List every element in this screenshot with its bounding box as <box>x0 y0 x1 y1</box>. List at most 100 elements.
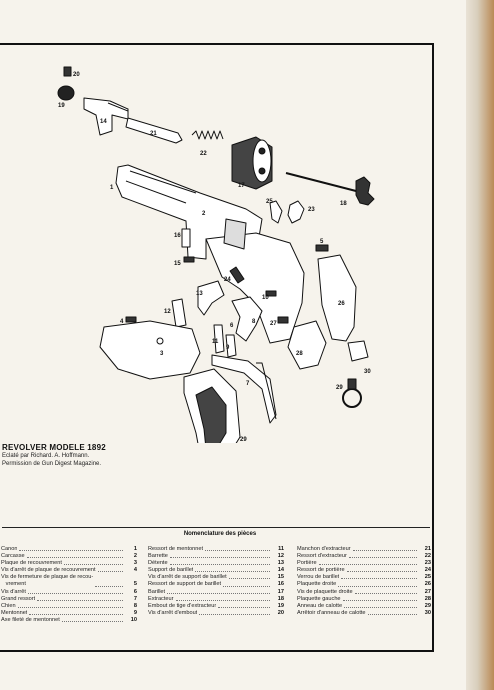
parts-list-row: Plaquette gauche 28 <box>297 596 431 603</box>
figure-caption: REVOLVER MODELE 1892 Eclaté par Richard.… <box>2 443 202 468</box>
leader-dots <box>354 592 417 594</box>
part-number: 24 <box>424 567 431 574</box>
part-number: 28 <box>424 595 431 602</box>
part-number: 27 <box>424 588 431 595</box>
part-29-lanyard-ring <box>342 388 362 408</box>
part-name: Embout de tige d'extracteur <box>148 602 217 609</box>
caption-title: REVOLVER MODELE 1892 <box>2 443 106 452</box>
part-name: Portière <box>297 560 317 567</box>
part-label-17: 17 <box>238 183 245 189</box>
part-15-support-screw <box>183 256 195 263</box>
part-number: 18 <box>277 595 284 602</box>
part-label-24: 24 <box>224 277 231 283</box>
part-label-26: 26 <box>338 301 345 307</box>
part-label-8: 8 <box>252 319 256 325</box>
part-name: Ressort de mentonnet <box>148 546 204 552</box>
part-26-right-grip <box>317 254 357 342</box>
parts-list-row: Canon 1 <box>1 546 137 553</box>
leader-dots <box>346 571 417 573</box>
part-name: Extracteur <box>148 595 174 602</box>
part-label-3: 3 <box>160 351 164 357</box>
part-name: Plaquette gauche <box>297 595 341 602</box>
part-label-18: 18 <box>340 201 347 207</box>
part-label-1: 1 <box>110 185 114 191</box>
part-4-plate-lock-screw <box>125 316 137 323</box>
part-name: Ressort de support de barillet <box>148 581 222 588</box>
part-number: 8 <box>133 602 137 609</box>
part-label-19: 19 <box>58 103 65 109</box>
part-19-extractor-tip <box>57 85 75 101</box>
part-number: 29 <box>424 602 431 609</box>
leader-dots <box>318 564 417 566</box>
leader-dots <box>97 571 123 573</box>
part-24-gate-spring <box>229 266 245 284</box>
caption-credit: Eclaté par Richard. A. Hoffmann. <box>2 453 90 459</box>
part-label-13: 13 <box>196 291 203 297</box>
leader-dots <box>223 585 270 587</box>
part-label-29-grip: 29 <box>240 437 247 443</box>
leader-dots <box>338 585 417 587</box>
leader-dots <box>169 557 270 559</box>
part-number: 16 <box>277 581 284 588</box>
part-label-12: 12 <box>164 309 171 315</box>
nomenclature-title: Nomenclature des pièces <box>183 531 257 537</box>
part-name: Ressort d'extracteur <box>297 553 347 560</box>
parts-list-row: Mentonnet 9 <box>1 610 137 617</box>
leader-dots <box>27 592 123 594</box>
parts-list-row: Ressort de mentonnet 11 <box>148 546 284 553</box>
leader-dots <box>199 613 270 615</box>
leader-dots <box>367 613 417 615</box>
part-label-9: 9 <box>226 345 230 351</box>
part-18-extractor-rod <box>285 172 357 192</box>
parts-list-row: Ressort de portière 24 <box>297 567 431 574</box>
part-name: Anneau de calotte <box>297 602 343 609</box>
part-label-29-ring: 29 <box>336 385 343 391</box>
parts-list-row: Plaquette droite 26 <box>297 581 431 588</box>
part-9-pawl <box>225 334 237 358</box>
part-number: 11 <box>278 546 284 552</box>
part-label-2: 2 <box>202 211 206 217</box>
part-number: 15 <box>277 574 284 581</box>
part-name: Canon <box>1 546 18 552</box>
part-name: Plaquette droite <box>297 581 337 588</box>
part-label-4: 4 <box>120 319 124 325</box>
part-7-mainspring <box>211 354 277 424</box>
part-number: 17 <box>277 588 284 595</box>
part-name: Ressort de portière <box>297 567 345 574</box>
parts-list-row: Extracteur 18 <box>148 596 284 603</box>
leader-dots <box>352 550 417 552</box>
part-label-11: 11 <box>212 339 219 345</box>
part-number: 3 <box>133 560 137 567</box>
part-label-16: 16 <box>174 233 181 239</box>
part-name: Support de barillet <box>148 567 194 574</box>
part-name: Mentonnet <box>1 609 28 616</box>
leader-dots <box>167 592 270 594</box>
part-label-28: 28 <box>296 351 303 357</box>
part-number: 9 <box>133 609 137 616</box>
part-number: 25 <box>424 574 431 581</box>
part-16-support-spring <box>181 228 191 248</box>
part-name: Vis de fermeture de plaque de recou- vre… <box>1 574 94 588</box>
part-number: 13 <box>277 560 284 567</box>
part-21-extractor-sleeve <box>125 117 183 144</box>
part-number: 26 <box>424 581 431 588</box>
leader-dots <box>63 564 123 566</box>
leader-dots <box>218 606 270 608</box>
part-number: 21 <box>424 546 431 552</box>
part-name: Carcasse <box>1 553 25 560</box>
leader-dots <box>348 557 417 559</box>
part-number: 1 <box>133 546 137 552</box>
leader-dots <box>195 571 270 573</box>
part-name: Détente <box>148 560 168 567</box>
